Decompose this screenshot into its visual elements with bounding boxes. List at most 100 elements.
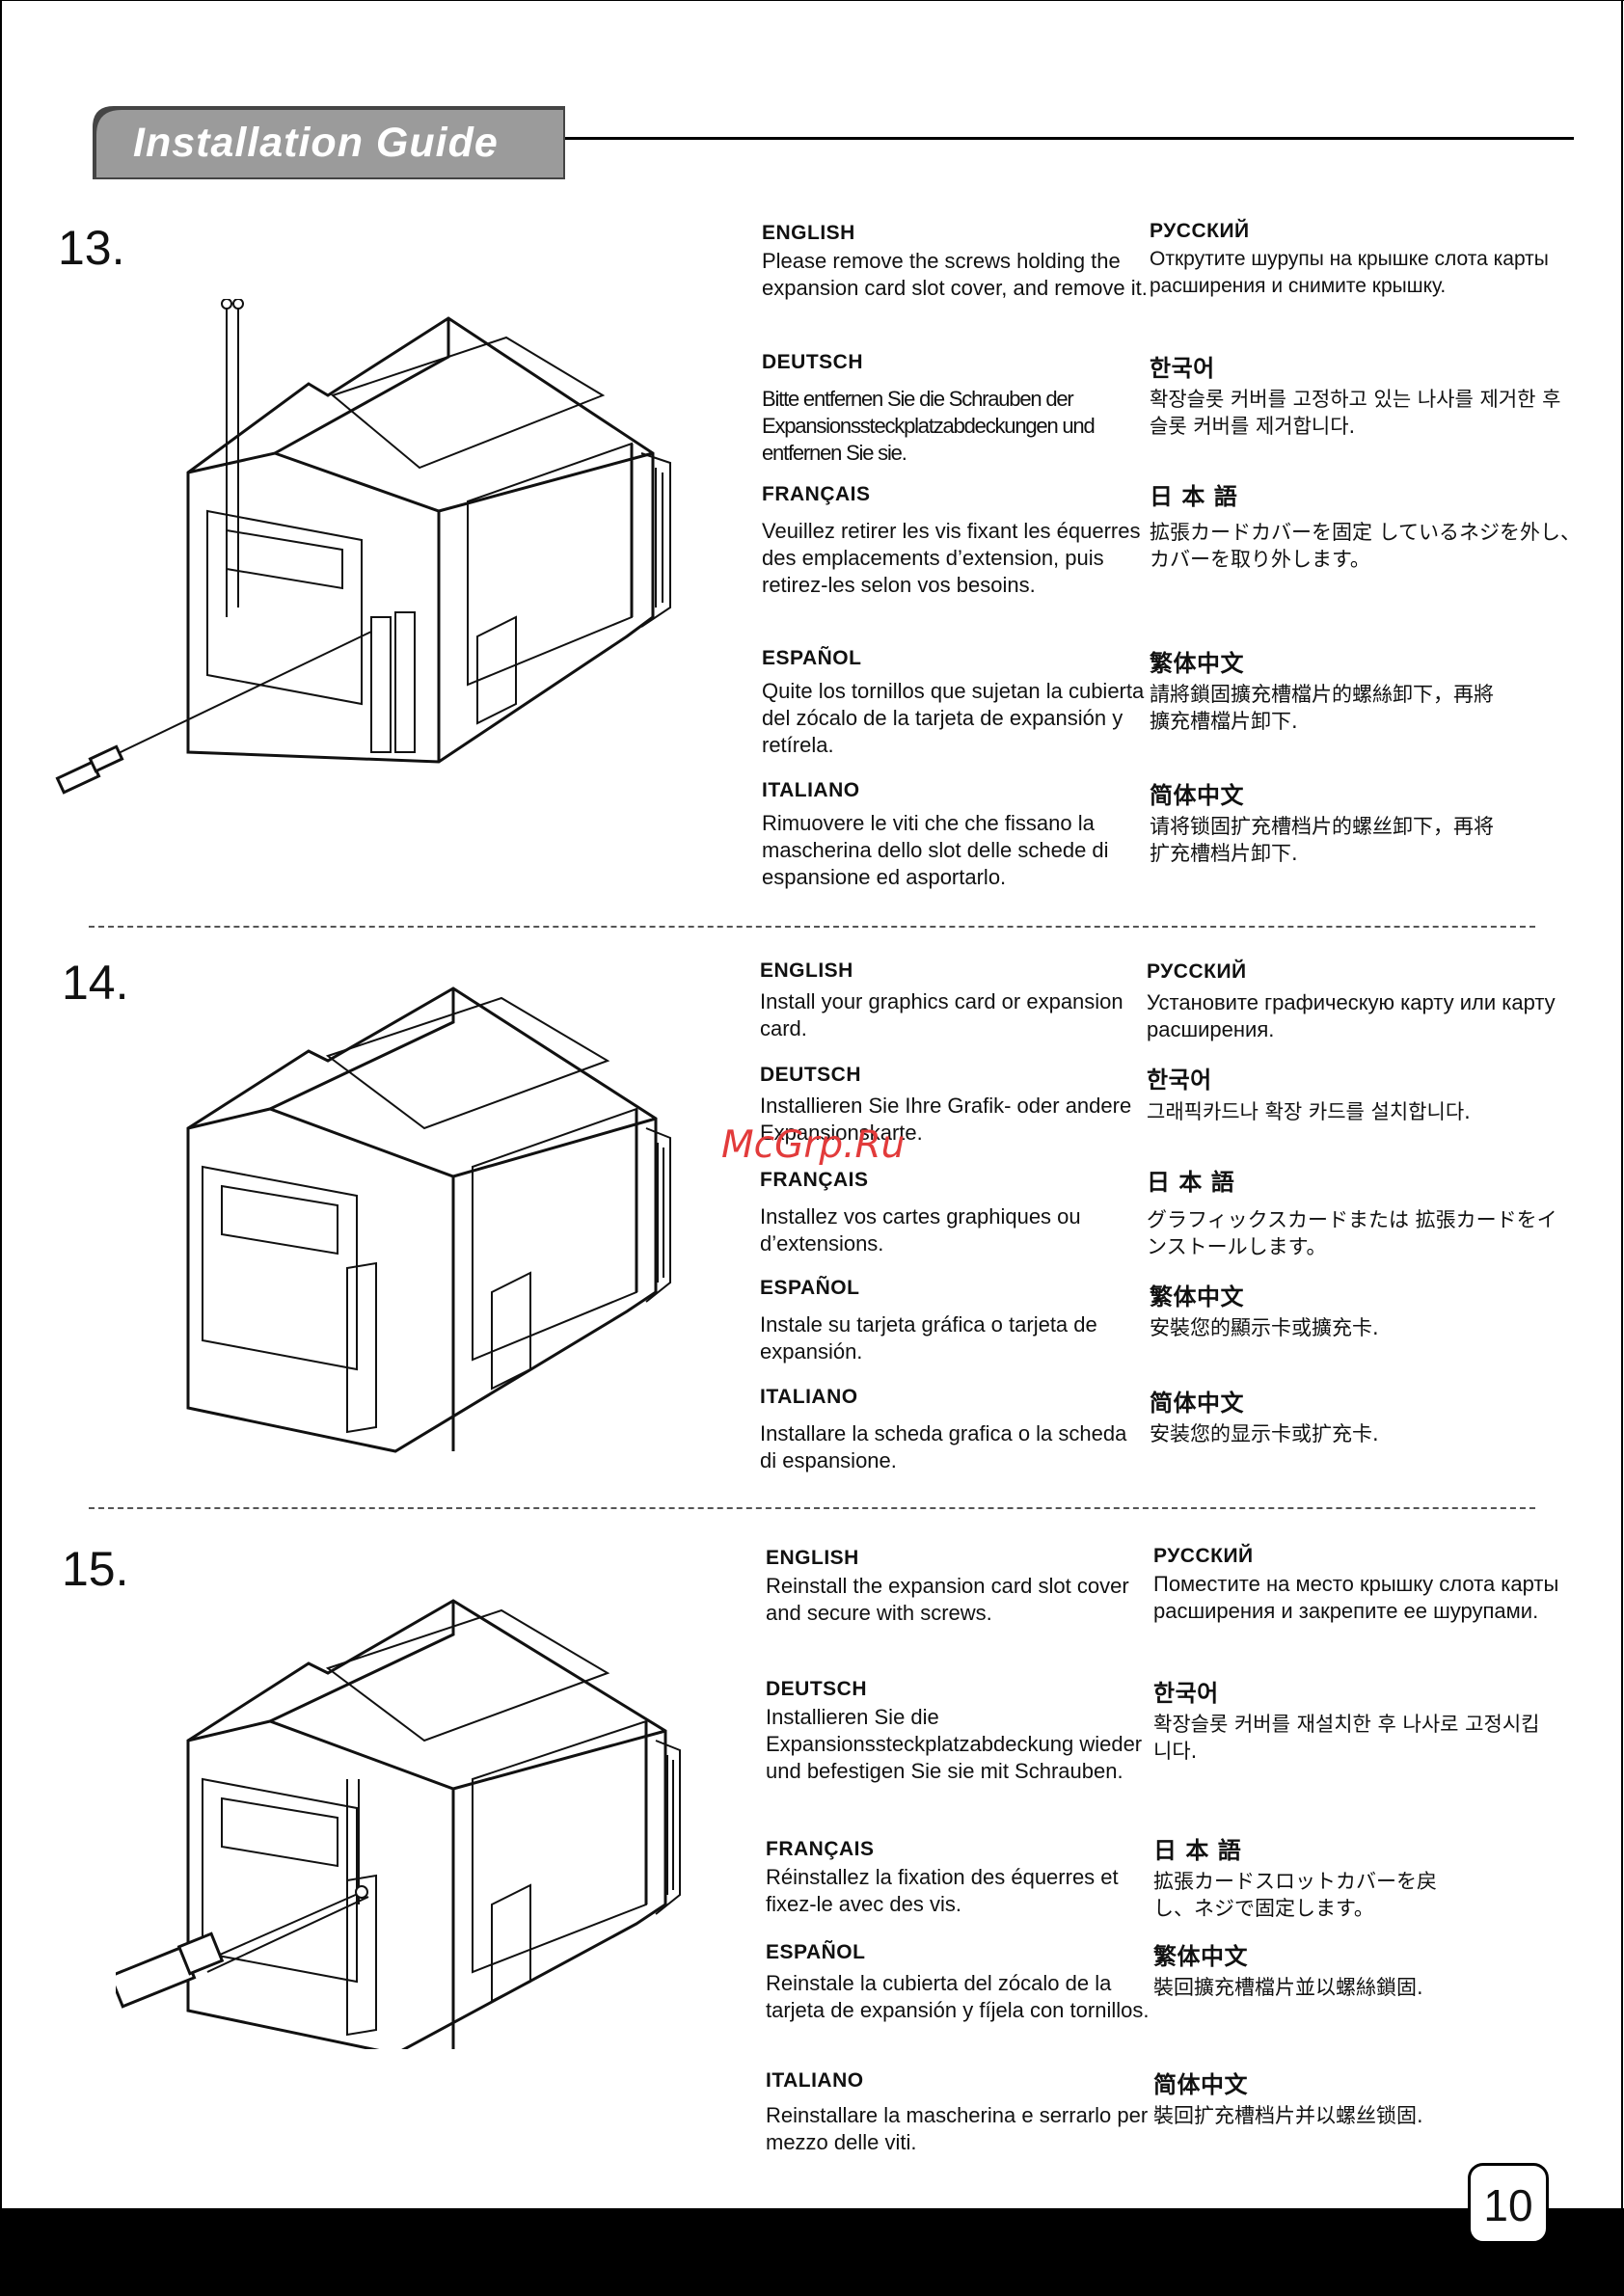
lang-label: 日 本 語 [1147,1169,1235,1196]
lang-label: 日 本 語 [1153,1837,1242,1864]
section-divider [89,926,1535,928]
instruction-text: Please remove the screws holding the exp… [762,249,1148,300]
instruction-text: Installieren Sie die Expansionssteckplat… [766,1705,1143,1783]
step14-traditional-chinese: 繁体中文 安裝您的顯示卡或擴充卡. [1150,1278,1497,1341]
page-border-left [0,0,2,2208]
instruction-text: Réinstallez la fixation des équerres et … [766,1865,1119,1916]
instruction-text: 拡張カードカバーを固定 しているネジを外し、カバーを取り外します。 [1150,521,1582,571]
step13-italiano: ITALIANO Rimuovere le viti che che fissa… [762,779,1148,891]
watermark: McGrp.Ru [721,1123,906,1167]
section-divider [89,1507,1535,1509]
lang-label: ITALIANO [766,2069,864,2092]
step14-korean: 한국어 그래픽카드나 확장 카드를 설치합니다. [1147,1061,1571,1125]
lang-label: ENGLISH [762,222,855,244]
instruction-text: Установите графическую карту или карту р… [1147,990,1556,1041]
lang-label: 繁体中文 [1150,650,1244,677]
step15-francais: FRANÇAIS Réinstallez la fixation des équ… [766,1838,1151,1918]
lang-label: ESPAÑOL [760,1277,860,1299]
step13-english: ENGLISH Please remove the screws holding… [762,222,1148,302]
instruction-text: Quite los tornillos que sujetan la cubie… [762,679,1145,757]
header-rule [565,137,1574,140]
lang-label: 简体中文 [1153,2071,1248,2098]
step-number: 15. [62,1542,129,1596]
instruction-text: Reinstale la cubierta del zócalo de la t… [766,1971,1150,2022]
lang-label: 日 本 語 [1150,483,1238,510]
page-number-box: 10 [1468,2163,1549,2244]
step-number: 13. [58,221,125,275]
illustration-remove-screws [55,299,671,795]
page-border-right [1621,0,1623,2208]
step15-deutsch: DEUTSCH Installieren Sie die Expansionss… [766,1678,1151,1785]
step14-japanese: 日 本 語 グラフィックスカードまたは 拡張カードをインストールします。 [1147,1163,1571,1260]
instruction-text: 확장슬롯 커버를 재설치한 후 나사로 고정시킵니다. [1153,1713,1540,1763]
step15-italiano: ITALIANO Reinstallare la mascherina e se… [766,2069,1151,2156]
instruction-text: Installare la scheda grafica o la scheda… [760,1421,1127,1472]
step13-traditional-chinese: 繁体中文 請將鎖固擴充槽檔片的螺絲卸下，再將擴充槽檔片卸下. [1150,644,1497,735]
lang-label: 繁体中文 [1150,1283,1244,1310]
lang-label: ESPAÑOL [762,647,862,669]
step13-deutsch: DEUTSCH Bitte entfernen Sie die Schraube… [762,351,1148,467]
instruction-text: 그래픽카드나 확장 카드를 설치합니다. [1147,1100,1471,1123]
lang-label: РУССКИЙ [1150,220,1250,242]
page-number: 10 [1483,2180,1533,2230]
step14-francais: FRANÇAIS Installez vos cartes graphiques… [760,1169,1146,1257]
step14-russian: РУССКИЙ Установите графическую карту или… [1147,960,1571,1043]
lang-label: 简体中文 [1150,1390,1244,1417]
instruction-text: 請將鎖固擴充槽檔片的螺絲卸下，再將擴充槽檔片卸下. [1150,683,1494,733]
step13-korean: 한국어 확장슬롯 커버를 고정하고 있는 나사를 제거한 후 슬롯 커버를 제거… [1150,349,1574,440]
instruction-text: Install your graphics card or expansion … [760,989,1123,1040]
instruction-text: Veuillez retirer les vis fixant les éque… [762,519,1141,597]
lang-label: FRANÇAIS [766,1838,875,1860]
instruction-text: 裝回擴充槽檔片並以螺絲鎖固. [1153,1976,1423,1999]
step13-russian: РУССКИЙ Открутите шурупы на крышке слота… [1150,220,1593,300]
lang-label: DEUTSCH [766,1678,868,1700]
instruction-text: Bitte entfernen Sie die Schrauben der Ex… [762,387,1096,465]
page-title: Installation Guide [133,120,499,166]
lang-label: 한국어 [1147,1067,1212,1094]
step13-espanol: ESPAÑOL Quite los tornillos que sujetan … [762,647,1148,759]
step15-japanese: 日 本 語 拡張カードスロットカバーを戻 し、ネジで固定します。 [1153,1831,1481,1922]
step14-deutsch: DEUTSCH Installieren Sie Ihre Grafik- od… [760,1064,1146,1147]
step15-korean: 한국어 확장슬롯 커버를 재설치한 후 나사로 고정시킵니다. [1153,1674,1549,1765]
step14-simplified-chinese: 简体中文 安装您的显示卡或扩充卡. [1150,1384,1497,1447]
lang-label: 한국어 [1153,1680,1219,1707]
footer-bar [0,2208,1624,2296]
step15-espanol: ESPAÑOL Reinstale la cubierta del zócalo… [766,1941,1151,2024]
lang-label: ENGLISH [766,1547,859,1569]
illustration-install-card [186,986,671,1453]
step15-english: ENGLISH Reinstall the expansion card slo… [766,1547,1151,1627]
instruction-text: Installez vos cartes graphiques ou d’ext… [760,1204,1081,1256]
lang-label: РУССКИЙ [1147,960,1247,983]
instruction-text: Rimuovere le viti che che fissano la mas… [762,811,1109,889]
instruction-text: Reinstall the expansion card slot cover … [766,1574,1129,1625]
step14-english: ENGLISH Install your graphics card or ex… [760,959,1146,1042]
step14-espanol: ESPAÑOL Instale su tarjeta gráfica o tar… [760,1277,1146,1365]
lang-label: РУССКИЙ [1153,1545,1254,1567]
header-tab: Installation Guide [93,106,565,179]
step13-japanese: 日 本 語 拡張カードカバーを固定 しているネジを外し、カバーを取り外します。 [1150,477,1583,573]
page-border-top [0,0,1624,1]
lang-label: DEUTSCH [762,351,864,373]
lang-label: ITALIANO [762,779,860,801]
instruction-text: 请将锁固扩充槽档片的螺丝卸下，再将扩充槽档片卸下. [1150,815,1494,865]
instruction-text: 拡張カードスロットカバーを戻 し、ネジで固定します。 [1153,1870,1437,1920]
step15-traditional-chinese: 繁体中文 裝回擴充槽檔片並以螺絲鎖固. [1153,1937,1501,2001]
instruction-text: グラフィックスカードまたは 拡張カードをインストールします。 [1147,1208,1557,1258]
instruction-text: 安裝您的顯示卡或擴充卡. [1150,1316,1379,1339]
lang-label: FRANÇAIS [760,1169,869,1191]
lang-label: 한국어 [1150,355,1215,382]
instruction-text: 安装您的显示卡或扩充卡. [1150,1422,1379,1445]
lang-label: DEUTSCH [760,1064,862,1086]
step13-francais: FRANÇAIS Veuillez retirer les vis fixant… [762,483,1148,599]
instruction-text: Installieren Sie Ihre Grafik- oder ander… [760,1094,1132,1145]
step14-italiano: ITALIANO Installare la scheda grafica o … [760,1386,1146,1474]
illustration-reinstall-cover [116,1599,681,2049]
lang-label: ITALIANO [760,1386,858,1408]
lang-label: ENGLISH [760,959,853,982]
lang-label: ESPAÑOL [766,1941,866,1963]
instruction-text: Поместите на место крышку слота карты ра… [1153,1572,1559,1623]
lang-label: 繁体中文 [1153,1943,1248,1970]
step-number: 14. [62,956,129,1010]
instruction-text: Открутите шурупы на крышке слота карты р… [1150,248,1549,297]
instruction-text: Instale su tarjeta gráfica o tarjeta de … [760,1312,1097,1364]
